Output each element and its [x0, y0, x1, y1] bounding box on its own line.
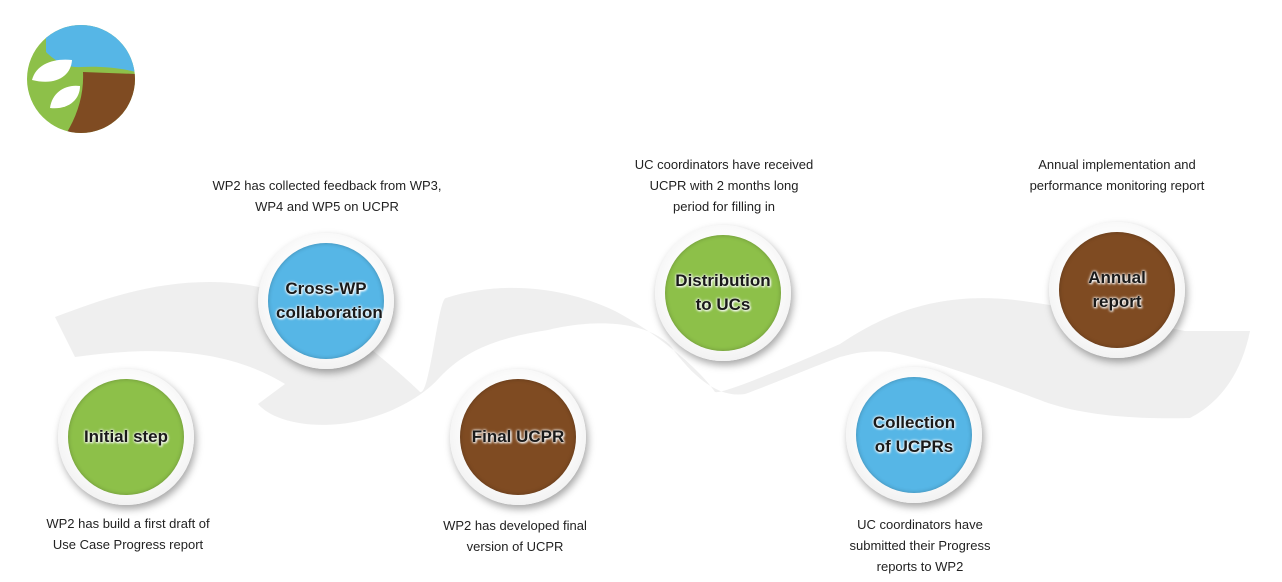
step-initial-circle: Initial step: [68, 379, 184, 495]
step-collection: Collection of UCPRs: [846, 367, 982, 503]
flow-arrow-band: [55, 282, 1250, 425]
step-cross-wp: Cross-WP collaboration: [258, 233, 394, 369]
step-distribution-circle: Distribution to UCs: [665, 235, 781, 351]
step-initial-description: WP2 has build a first draft of Use Case …: [46, 516, 210, 552]
step-final-ucpr: Final UCPR: [450, 369, 586, 505]
step-annual-title: Annual report: [1088, 268, 1146, 311]
step-annual: Annual report: [1049, 222, 1185, 358]
step-distribution-title: Distribution to UCs: [675, 271, 771, 314]
step-cross-wp-description: WP2 has collected feedback from WP3, WP4…: [212, 178, 442, 214]
step-distribution-description: UC coordinators have received UCPR with …: [634, 157, 814, 214]
step-final-ucpr-circle: Final UCPR: [460, 379, 576, 495]
step-collection-description: UC coordinators have submitted their Pro…: [849, 517, 991, 574]
step-final-ucpr-title: Final UCPR: [471, 427, 565, 446]
step-collection-title: Collection of UCPRs: [872, 413, 956, 456]
step-cross-wp-circle: Cross-WP collaboration: [268, 243, 384, 359]
step-initial-title: Initial step: [83, 427, 169, 446]
step-annual-circle: Annual report: [1059, 232, 1175, 348]
step-distribution: Distribution to UCs: [655, 225, 791, 361]
step-final-ucpr-description: WP2 has developed final version of UCPR: [443, 518, 587, 554]
step-initial: Initial step: [58, 369, 194, 505]
step-annual-description: Annual implementation and performance mo…: [1029, 157, 1205, 193]
step-collection-circle: Collection of UCPRs: [856, 377, 972, 493]
leaf-logo-icon: [27, 25, 135, 133]
step-cross-wp-title: Cross-WP collaboration: [276, 279, 383, 322]
